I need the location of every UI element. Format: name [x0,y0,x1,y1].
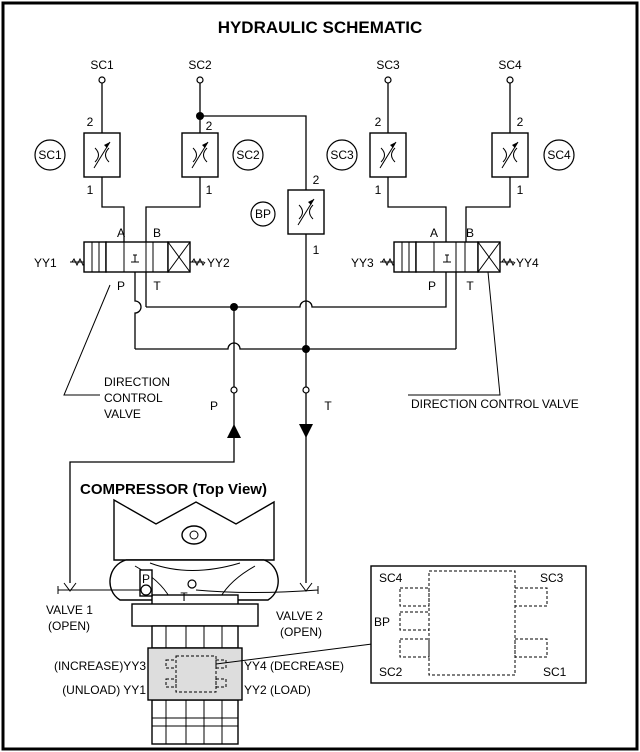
left-callout-leader [63,284,111,396]
badge-sc2: SC2 [232,139,264,171]
badge-sc3: SC3 [326,139,358,171]
svg-text:SC1: SC1 [38,148,62,162]
t-flow-arrow [299,424,313,438]
right-port-t: T [466,279,474,293]
compressor-body [109,498,279,627]
port-label-sc3: SC3 [376,58,400,72]
left-callout-line1: DIRECTION [104,375,170,389]
block-label-yy3: (INCREASE)YY3 [54,659,146,673]
inset-label-sc4: SC4 [379,571,403,585]
sc2-port-2: 2 [206,119,213,133]
valve-1-state: (OPEN) [48,619,90,633]
left-port-a: A [117,226,125,240]
solenoid-yy3: YY3 [351,256,374,270]
right-callout-leader [408,271,501,396]
left-callout-line3: VALVE [104,407,141,421]
sc3-port-1: 1 [375,183,382,197]
badge-sc1: SC1 [34,139,66,171]
solenoid-yy2: YY2 [207,256,230,270]
block-label-yy1: (UNLOAD) YY1 [62,683,146,697]
block-label-yy2: YY2 (LOAD) [244,683,311,697]
inset-leader [215,643,373,665]
valve-2-label: VALVE 2 [276,609,323,623]
inset-label-bp: BP [374,615,390,629]
p-flow-arrow [227,424,241,438]
flow-valve-sc3 [369,132,407,178]
valve-2-state: (OPEN) [280,625,322,639]
sc3-port-2: 2 [375,115,382,129]
sc2-port-1: 1 [206,183,213,197]
port-label-sc1: SC1 [90,58,114,72]
diagram-title: HYDRAULIC SCHEMATIC [218,18,423,37]
svg-text:SC2: SC2 [236,148,260,162]
compressor-p-label: P [142,572,150,586]
flow-valve-bp [287,189,325,235]
solenoid-yy4: YY4 [516,256,539,270]
valve-1 [57,582,140,594]
block-label-yy4: YY4 (DECREASE) [244,659,344,673]
tank-header [135,342,456,350]
port-node-sc3 [384,76,392,84]
compressor-t-label: T [180,590,188,604]
bp-port-1: 1 [313,243,320,257]
sc1-port-1: 1 [87,183,94,197]
junction-sc2-bp [196,112,204,120]
left-port-b: B [153,226,161,240]
sc4-port-1: 1 [517,183,524,197]
valve-1-label: VALVE 1 [46,603,93,617]
right-port-p: P [428,279,436,293]
left-callout-line2: CONTROL [104,391,163,405]
left-valve-feed-lines [101,177,201,242]
right-valve-feed-lines [387,177,511,242]
pressure-header [146,272,447,308]
badge-sc4: SC4 [543,139,575,171]
compressor-shaft [151,625,239,745]
inset-detail [370,565,587,684]
svg-text:SC3: SC3 [330,148,354,162]
direction-valve-left [70,241,206,273]
inset-label-sc2: SC2 [379,665,403,679]
port-node-sc2 [196,76,204,84]
p-line-label: P [210,399,218,413]
solenoid-yy1: YY1 [34,256,57,270]
port-label-sc2: SC2 [188,58,212,72]
port-node-sc4 [506,76,514,84]
sc1-port-2: 2 [87,115,94,129]
solenoid-block [147,647,243,701]
svg-text:BP: BP [255,207,271,221]
port-node-sc1 [98,76,106,84]
left-p-drop [134,272,142,349]
bp-port-2: 2 [313,173,320,187]
inset-label-sc1: SC1 [543,665,567,679]
left-port-p: P [117,279,125,293]
flow-valve-sc1 [83,132,121,178]
p-test-point [230,386,238,394]
valve-2 [195,582,319,594]
right-callout-text: DIRECTION CONTROL VALVE [411,397,579,411]
t-test-point [302,386,310,394]
direction-valve-right [380,241,516,273]
svg-text:SC4: SC4 [547,148,571,162]
flow-valve-sc2 [181,132,219,178]
badge-bp: BP [250,201,276,227]
left-port-t: T [153,279,161,293]
sc4-port-2: 2 [517,115,524,129]
compressor-heading: COMPRESSOR (Top View) [80,481,267,498]
right-port-a: A [430,226,438,240]
flow-valve-sc4 [491,132,529,178]
port-label-sc4: SC4 [498,58,522,72]
port-lines [101,83,511,133]
t-line-label: T [324,399,332,413]
right-port-b: B [466,226,474,240]
bp-branch-line [200,115,307,190]
inset-label-sc3: SC3 [540,571,564,585]
